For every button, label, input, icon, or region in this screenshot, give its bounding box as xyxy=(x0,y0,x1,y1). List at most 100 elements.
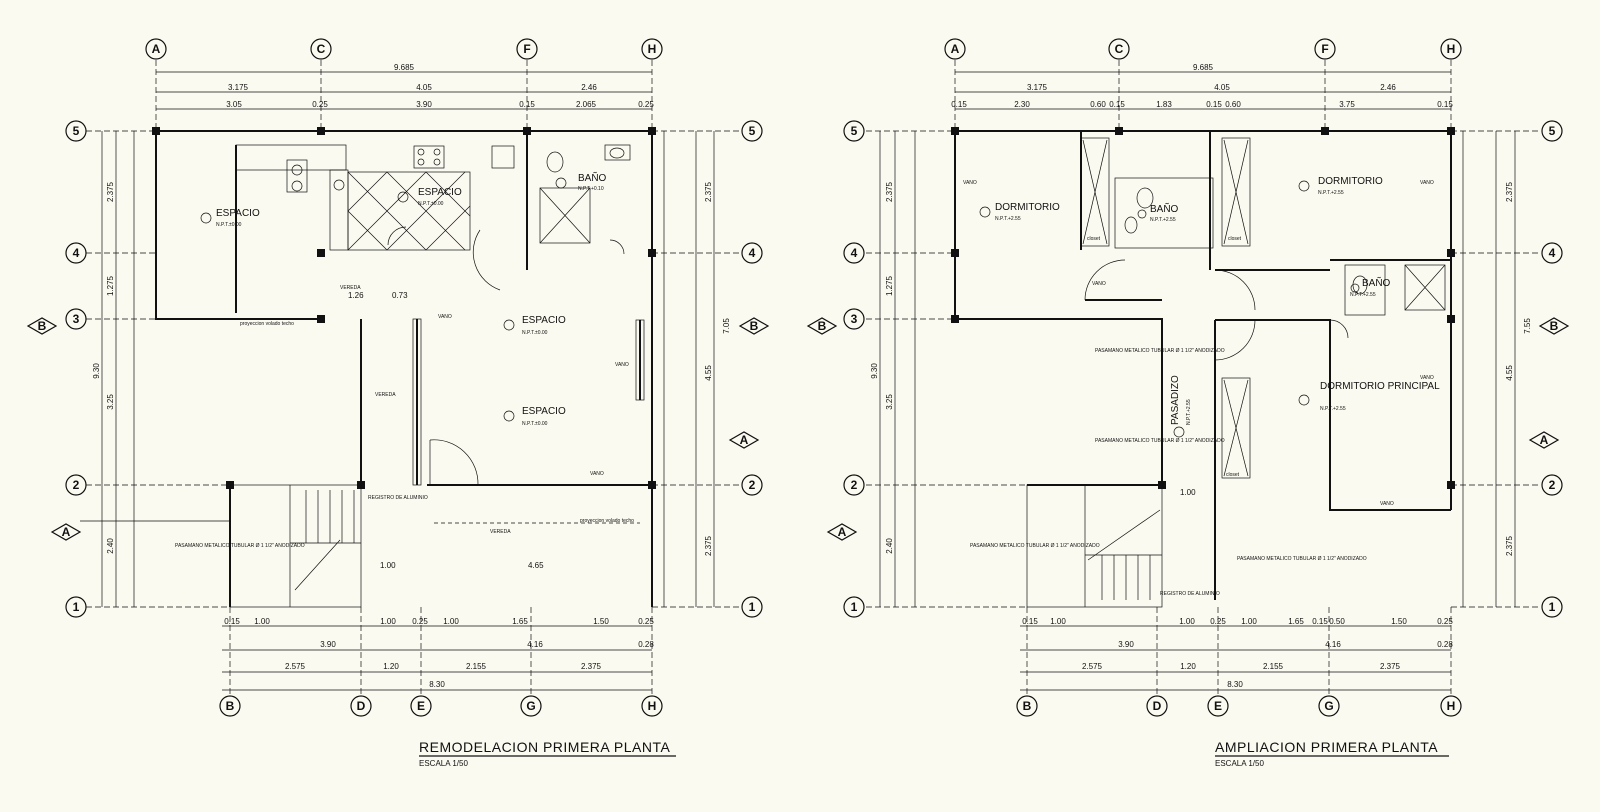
dim-label: 0.73 xyxy=(392,291,408,300)
room-labels: ESPACIO N.P.T.±0.00 ESPACIO N.P.T.±0.00 … xyxy=(175,171,634,570)
axis-bubbles-right: 5 4 2 1 xyxy=(741,120,763,618)
dim-bottom: 1.00 xyxy=(1241,617,1257,626)
dim-bottom: 1.00 xyxy=(1050,617,1066,626)
dim-top: 0.60 xyxy=(1225,100,1241,109)
plan-title: REMODELACION PRIMERA PLANTA xyxy=(419,739,670,755)
section-markers: A A B B xyxy=(26,317,770,541)
axis-label: A xyxy=(951,42,960,56)
closet-label: closet xyxy=(1228,236,1242,242)
room-name: BAÑO xyxy=(1362,276,1391,289)
dim-bottom: 2.575 xyxy=(285,662,306,671)
section-label: A xyxy=(1540,433,1549,447)
axis-label: 1 xyxy=(1549,600,1556,614)
axis-label: H xyxy=(1447,42,1456,56)
dim-left: 1.275 xyxy=(106,275,115,296)
dim-right: 4.55 xyxy=(1505,365,1514,381)
dim-left: 1.275 xyxy=(885,275,894,296)
railing-label: PASAMANO METALICO TUBULAR Ø 1 1/2" ANODI… xyxy=(970,543,1100,549)
dim-label: 1.00 xyxy=(380,561,396,570)
dim-right: 2.375 xyxy=(1505,181,1514,202)
dim-bottom: 1.20 xyxy=(383,662,399,671)
dim-top: 0.25 xyxy=(638,100,654,109)
room-npt: N.P.T.+2.55 xyxy=(1318,190,1344,196)
dim-top: 3.75 xyxy=(1339,100,1355,109)
dim-top: 2.46 xyxy=(1380,83,1396,92)
dim-bottom: 2.155 xyxy=(1263,662,1284,671)
dim-bottom: 3.90 xyxy=(1118,640,1134,649)
vano-label: VANO xyxy=(615,362,629,368)
dim-bottom: 1.20 xyxy=(1180,662,1196,671)
section-label: A xyxy=(62,525,71,539)
room-name: DORMITORIO PRINCIPAL xyxy=(1320,381,1440,392)
axis-label: H xyxy=(648,42,657,56)
axis-label: 2 xyxy=(851,478,858,492)
dim-bottom: 1.00 xyxy=(254,617,270,626)
axis-label: 1 xyxy=(749,600,756,614)
axis-label: 5 xyxy=(851,124,858,138)
axis-bubbles-bottom: B D E G H xyxy=(219,695,663,717)
dim-right: 7.05 xyxy=(722,318,731,334)
dim-bottom: 4.16 xyxy=(1325,640,1341,649)
register-label: REGISTRO DE ALUMINIO xyxy=(1160,591,1220,597)
projection-label: proyeccion volado techo xyxy=(580,518,634,524)
dim-left-total: 9.30 xyxy=(870,363,879,379)
room-npt: N.P.T.±0.00 xyxy=(418,201,444,207)
dim-bottom-total: 8.30 xyxy=(429,680,445,689)
vano-label: VANO xyxy=(1380,501,1394,507)
dim-right: 2.375 xyxy=(704,535,713,556)
railing-label: PASAMANO METALICO TUBULAR Ø 1 1/2" ANODI… xyxy=(1095,438,1225,444)
dim-bottom: 2.575 xyxy=(1082,662,1103,671)
axis-label: D xyxy=(357,699,366,713)
dim-bottom: 0.25 xyxy=(412,617,428,626)
section-label: B xyxy=(1550,319,1559,333)
dim-bottom: 1.65 xyxy=(512,617,528,626)
room-name: ESPACIO xyxy=(522,315,566,326)
axis-label: G xyxy=(526,699,535,713)
dim-top: 0.15 xyxy=(951,100,967,109)
axis-label: 3 xyxy=(851,312,858,326)
axis-label: 3 xyxy=(73,312,80,326)
closets xyxy=(1080,137,1251,479)
dim-left-total: 9.30 xyxy=(92,363,101,379)
axis-label: 2 xyxy=(73,478,80,492)
dim-top: 4.05 xyxy=(1214,83,1230,92)
axis-label: H xyxy=(648,699,657,713)
dim-label: 4.65 xyxy=(528,561,544,570)
dim-bottom: 4.16 xyxy=(527,640,543,649)
room-npt: N.P.T.+2.55 xyxy=(995,216,1021,222)
room-npt: N.P.T.±0.00 xyxy=(522,421,548,427)
axis-label: 1 xyxy=(73,600,80,614)
axis-label: F xyxy=(523,42,530,56)
dim-right: 7.55 xyxy=(1523,318,1532,334)
axis-bubbles-top: A C F H xyxy=(944,38,1462,60)
dim-top: 3.175 xyxy=(228,83,249,92)
dim-top: 0.15 xyxy=(1206,100,1222,109)
axis-label: 4 xyxy=(851,246,858,260)
walls xyxy=(155,130,653,607)
section-label: B xyxy=(750,319,759,333)
dim-top: 3.175 xyxy=(1027,83,1048,92)
axis-label: E xyxy=(1214,699,1222,713)
dim-left: 2.375 xyxy=(106,181,115,202)
railing-label: PASAMANO METALICO TUBULAR Ø 1 1/2" ANODI… xyxy=(175,543,305,549)
dim-bottom-total: 8.30 xyxy=(1227,680,1243,689)
dim-bottom: 1.50 xyxy=(1391,617,1407,626)
room-npt: N.P.T.±0.00 xyxy=(522,330,548,336)
dim-bottom: 0.15 xyxy=(224,617,240,626)
dim-right: 2.375 xyxy=(1505,535,1514,556)
dim-bottom: 1.50 xyxy=(593,617,609,626)
dim-bottom: 0.25 xyxy=(1437,617,1453,626)
dim-top: 1.83 xyxy=(1156,100,1172,109)
axis-label: C xyxy=(317,42,326,56)
dim-bottom: 0.25 xyxy=(638,617,654,626)
axis-label: 2 xyxy=(1549,478,1556,492)
axis-bubbles-top: A C F H xyxy=(145,38,663,60)
railing-label: PASAMANO METALICO TUBULAR Ø 1 1/2" ANODI… xyxy=(1095,348,1225,354)
dim-left: 3.25 xyxy=(106,394,115,410)
section-label: A xyxy=(838,525,847,539)
dim-bottom: 0.50 xyxy=(1329,617,1345,626)
vereda-label: VEREDA xyxy=(340,285,361,291)
dim-top-total: 9.685 xyxy=(394,63,415,72)
dim-bottom: 2.375 xyxy=(581,662,602,671)
axis-label: C xyxy=(1115,42,1124,56)
